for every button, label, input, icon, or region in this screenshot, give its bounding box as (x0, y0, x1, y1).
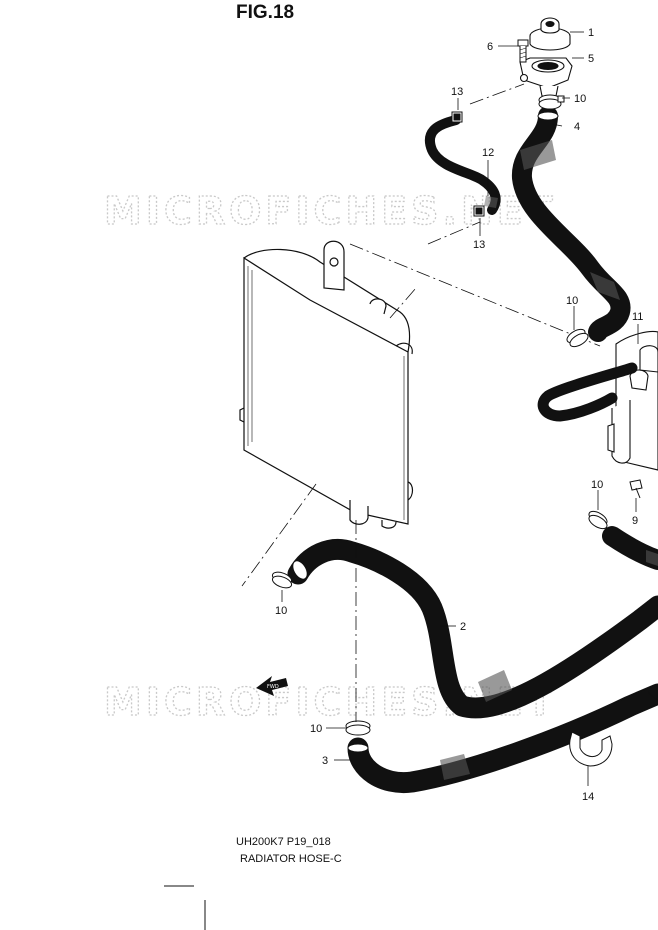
crop-marks (164, 885, 206, 930)
clamp-10-right (588, 510, 608, 530)
callout-12: 12 (482, 147, 494, 159)
callout-11: 11 (632, 311, 643, 323)
callout-10: 10 (591, 479, 603, 491)
callout-6: 6 (487, 41, 493, 53)
clamp-10-left (271, 571, 293, 589)
callout-5: 5 (588, 53, 594, 65)
hose-4 (511, 106, 631, 342)
hose-2 (287, 539, 658, 719)
clip-13-bottom (473, 205, 485, 217)
callout-3: 3 (322, 755, 328, 767)
clamp-10-bottom (345, 720, 371, 736)
callout-13: 13 (451, 86, 463, 98)
clip-13-top (451, 111, 463, 123)
tank-hose (537, 362, 638, 422)
callout-1: 1 (588, 27, 594, 39)
holder-14 (569, 691, 658, 767)
figure-title: FIG.18 (236, 2, 295, 23)
callout-13: 13 (473, 239, 485, 251)
fwd-arrow: FWD (256, 676, 288, 696)
callout-4: 4 (574, 121, 580, 133)
callout-leaders (281, 31, 639, 786)
filler-neck (519, 57, 573, 97)
hose-3 (347, 683, 658, 794)
clamp-10-top (538, 94, 565, 110)
bolt-9 (629, 479, 643, 499)
callout-10: 10 (566, 295, 578, 307)
radiator-cap (529, 17, 571, 51)
figure-name: RADIATOR HOSE-C (240, 853, 342, 865)
radiator (239, 240, 414, 529)
figure-code: UH200K7 P19_018 (236, 836, 331, 848)
bolt-6 (517, 39, 529, 63)
callout-10: 10 (574, 93, 586, 105)
fwd-label: FWD (267, 684, 279, 690)
hose-right (602, 526, 658, 570)
callout-10: 10 (310, 723, 322, 735)
callout-9: 9 (632, 515, 638, 527)
hose-12 (425, 115, 501, 215)
callout-2: 2 (460, 621, 466, 633)
clamp-10-mid (566, 328, 589, 348)
callout-10: 10 (275, 605, 287, 617)
radiator-leaders (241, 83, 601, 587)
callout-14: 14 (582, 791, 594, 803)
